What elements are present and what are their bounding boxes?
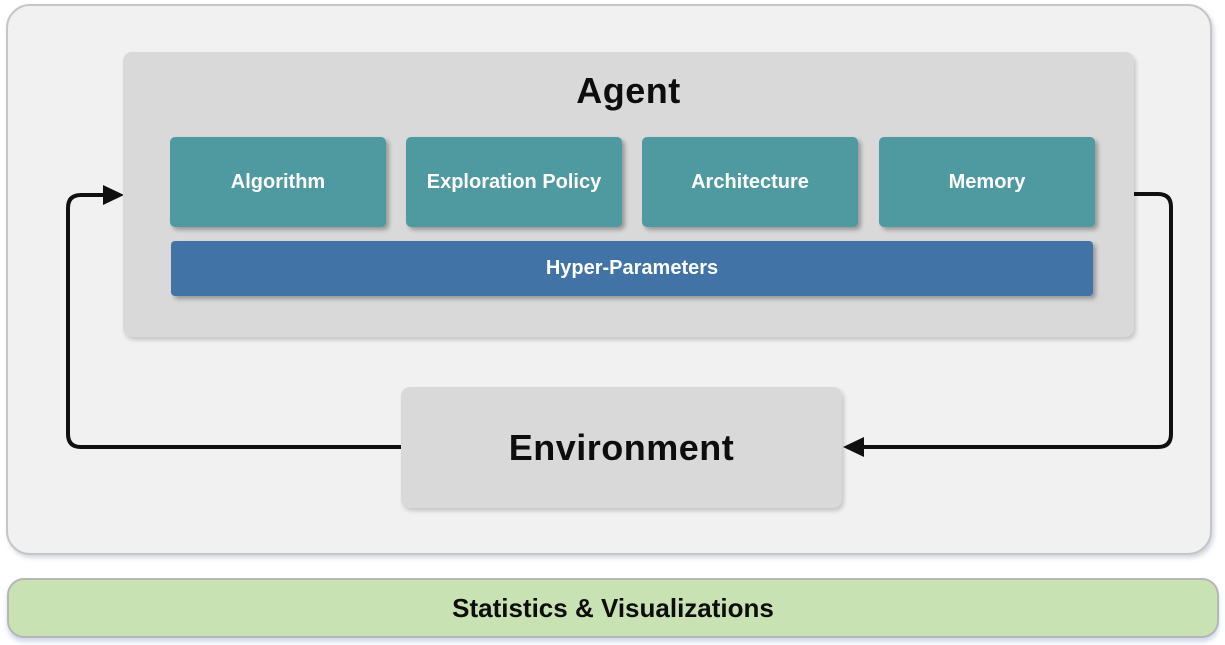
agent-component-label: Exploration Policy bbox=[426, 170, 602, 193]
hyper-parameters-label: Hyper-Parameters bbox=[545, 257, 719, 279]
hyper-parameters-bar: Hyper-Parameters bbox=[171, 241, 1093, 296]
agent-component-label: Algorithm bbox=[230, 170, 326, 193]
agent-panel: Agent Algorithm Exploration Policy Archi… bbox=[123, 52, 1134, 337]
agent-component-label: Architecture bbox=[691, 170, 809, 193]
statistics-visualizations-bar: Statistics & Visualizations bbox=[7, 578, 1219, 638]
agent-component-label: Memory bbox=[948, 170, 1026, 193]
agent-title: Agent bbox=[576, 70, 681, 111]
agent-component-algorithm: Algorithm bbox=[170, 137, 386, 227]
agent-component-exploration-policy: Exploration Policy bbox=[406, 137, 622, 227]
environment-box: Environment bbox=[401, 387, 842, 508]
environment-label: Environment bbox=[508, 426, 735, 468]
statistics-visualizations-label: Statistics & Visualizations bbox=[452, 592, 774, 623]
agent-component-memory: Memory bbox=[879, 137, 1095, 227]
agent-component-architecture: Architecture bbox=[642, 137, 858, 227]
